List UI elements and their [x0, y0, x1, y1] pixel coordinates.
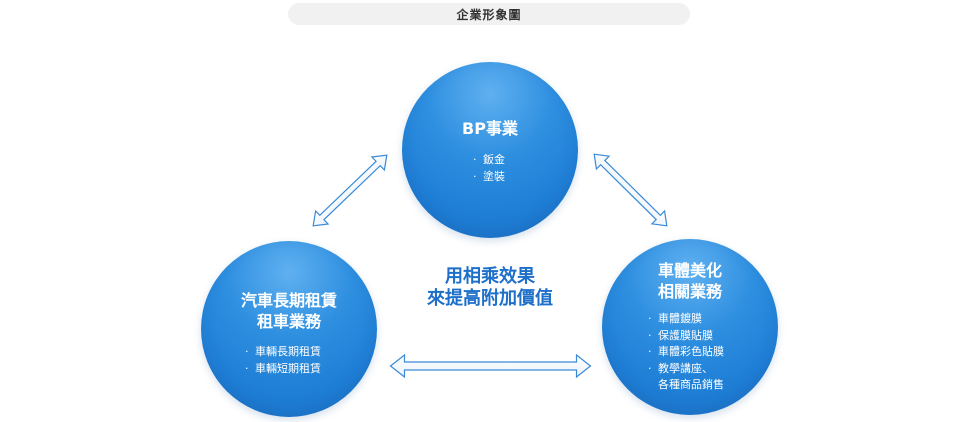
item-text: 教學講座、 [658, 361, 713, 375]
circle-heading: 汽車長期租賃 租車業務 [201, 290, 377, 332]
item-text: 車體彩色貼膜 [658, 345, 724, 358]
slogan-line-2: 來提高附加價值 [427, 288, 553, 309]
circle-car-rental: 汽車長期租賃 租車業務 ·車輛長期租賃 ·車輛短期租賃 [201, 241, 377, 417]
item-text: 車輛長期租賃 [255, 345, 321, 358]
circle-heading: 車體美化 相關業務 [602, 260, 778, 302]
heading-line: 租車業務 [256, 312, 321, 331]
diagram-title: 企業形象圖 [288, 3, 690, 25]
item-text: 車輛短期租賃 [255, 361, 321, 375]
heading-line: 汽車長期租賃 [240, 291, 337, 310]
list-item: ·塗裝 [473, 169, 505, 183]
heading-line: 相關業務 [657, 282, 722, 301]
list-item-continuation: 各種商品銷售 [648, 377, 724, 394]
double-arrow-top-right [593, 153, 668, 227]
double-arrow-bottom [389, 353, 592, 379]
list-item: ·鈑金 [473, 153, 505, 166]
item-text: 保護膜貼膜 [658, 328, 713, 342]
circle-heading: BP事業 [402, 118, 578, 139]
item-list: ·車體鍍膜 ·保護膜貼膜 ·車體彩色貼膜 ·教學講座、 各種商品銷售 [648, 311, 724, 394]
diagram-title-text: 企業形象圖 [456, 7, 522, 22]
heading-line: 車體美化 [657, 261, 722, 280]
heading-line: BP事業 [462, 119, 518, 138]
list-item: ·車輛短期租賃 [245, 361, 321, 375]
list-item: ·車輛長期租賃 [245, 345, 321, 358]
list-item: ·車體彩色貼膜 [648, 345, 724, 358]
circle-bp-business: BP事業 ·鈑金 ·塗裝 [402, 62, 578, 238]
double-arrow-top-left [312, 154, 388, 227]
slogan-line-1: 用相乘效果 [445, 266, 535, 287]
item-text: 各種商品銷售 [658, 378, 724, 391]
list-item: ·車體鍍膜 [648, 312, 702, 325]
item-text: 車體鍍膜 [658, 312, 702, 325]
item-list: ·車輛長期租賃 ·車輛短期租賃 [245, 344, 321, 377]
list-item: ·保護膜貼膜 [648, 328, 713, 342]
list-item: ·教學講座、 [648, 361, 713, 375]
item-text: 塗裝 [483, 169, 505, 183]
item-list: ·鈑金 ·塗裝 [473, 152, 505, 185]
synergy-slogan: 用相乘效果 來提高附加價值 [400, 266, 580, 310]
item-text: 鈑金 [483, 153, 505, 166]
circle-car-beautification: 車體美化 相關業務 ·車體鍍膜 ·保護膜貼膜 ·車體彩色貼膜 ·教學講座、 各種… [602, 239, 778, 415]
